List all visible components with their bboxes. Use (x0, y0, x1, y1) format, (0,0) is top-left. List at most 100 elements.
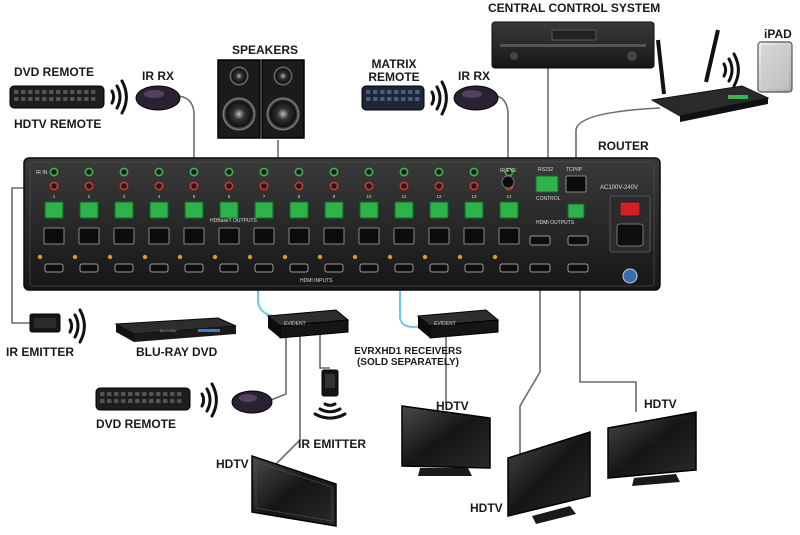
status-led (492, 254, 498, 260)
hdmi-in-port (254, 263, 274, 273)
power-switch (619, 201, 641, 217)
blu-ray-player (114, 317, 237, 342)
status-led (247, 254, 253, 260)
port-number: 3 (123, 194, 126, 199)
rj45-port (288, 227, 310, 245)
status-led (142, 254, 148, 260)
hdmi-in-port (219, 263, 239, 273)
label-ir-emitter-bottom: IR EMITTER (298, 437, 366, 451)
rj45-port (463, 227, 485, 245)
bluray-tag: BLU-RAY (160, 328, 177, 333)
status-led (72, 254, 78, 260)
ir-port-red (259, 181, 269, 191)
hdtv-right (607, 411, 697, 486)
ir-port-red (119, 181, 129, 191)
matrix-remote (361, 85, 425, 111)
ir-port-green (49, 167, 59, 177)
audio-terminal (289, 201, 309, 219)
hdmi-in-port (429, 263, 449, 273)
port-number: 9 (333, 194, 336, 199)
audio-terminal (114, 201, 134, 219)
hdmi-in-port (499, 263, 519, 273)
label-receivers-note: EVRXHD1 RECEIVERS (SOLD SEPARATELY) (354, 346, 462, 368)
rj45-port (393, 227, 415, 245)
evrxhd1-receiver-1 (266, 309, 350, 339)
label-router: ROUTER (598, 139, 649, 153)
hdmi-outputs-text: HDMI OUTPUTS (536, 220, 575, 226)
audio-terminal (254, 201, 274, 219)
ir-rx-bottom (231, 390, 273, 414)
audio-terminal (79, 201, 99, 219)
ir-port-red (154, 181, 164, 191)
label-ipad: iPAD (764, 27, 792, 41)
wave-arc (440, 80, 448, 116)
label-central-control-system: CENTRAL CONTROL SYSTEM (488, 1, 661, 15)
port-number: 8 (298, 194, 301, 199)
tcpip-port (565, 175, 587, 193)
ir-port-red (469, 181, 479, 191)
ir-port-green (294, 167, 304, 177)
dvd-remote-top (9, 85, 105, 109)
hdmi-in-port (359, 263, 379, 273)
control-text: CONTROL (536, 196, 561, 202)
status-led (177, 254, 183, 260)
hdmi-in-port (79, 263, 99, 273)
ir-port-green (329, 167, 339, 177)
label-hdtv-1: HDTV (216, 457, 249, 471)
rj45-port (498, 227, 520, 245)
hdtv-bottom-left (251, 454, 337, 527)
ir-rx-top-left (135, 85, 181, 111)
ir-port-green (364, 167, 374, 177)
wave-arc (722, 62, 728, 78)
audio-terminal (429, 201, 449, 219)
wave-arc (435, 85, 442, 111)
wave-arc (727, 57, 734, 83)
label-hdtv-remote: HDTV REMOTE (14, 117, 102, 131)
hdmi-out-port (567, 235, 589, 246)
ir-eye-jack (501, 175, 515, 189)
rs232-text: RS232 (538, 167, 554, 173)
status-led (317, 254, 323, 260)
wireless-waves (68, 52, 740, 420)
woofer (222, 97, 256, 131)
port-number: 6 (228, 194, 231, 199)
wave-arc (323, 402, 337, 407)
ir-port-red (364, 181, 374, 191)
ir-port-green (399, 167, 409, 177)
wave-arc (732, 52, 740, 88)
ir-port-green (434, 167, 444, 177)
label-hdtv-2: HDTV (436, 399, 469, 413)
ir-port-red (189, 181, 199, 191)
ground-terminal (622, 268, 638, 284)
ir-port-green (259, 167, 269, 177)
port-number: 5 (193, 194, 196, 199)
audio-terminal (359, 201, 379, 219)
ir-port-red (224, 181, 234, 191)
port-number: 1 (53, 194, 56, 199)
label-dvd-remote-top: DVD REMOTE (14, 65, 95, 79)
ir-port-green (154, 167, 164, 177)
wave-arc (210, 382, 218, 418)
status-led (282, 254, 288, 260)
ir-eye-text: IR EYE (500, 168, 517, 174)
evrxhd1-receiver-2 (416, 309, 500, 339)
rj45-port (183, 227, 205, 245)
label-matrix-remote: MATRIX REMOTE (368, 57, 420, 84)
hdmi-in-port (394, 263, 414, 273)
audio-terminal (567, 203, 585, 219)
left-speaker (217, 59, 261, 139)
audio-terminal (149, 201, 169, 219)
status-led (212, 254, 218, 260)
hdbaset-outputs-text: HDBaseT OUTPUTS (210, 218, 258, 224)
audio-terminal (219, 201, 239, 219)
ir-emitter-bottom-device (321, 369, 339, 397)
central-control-unit (491, 21, 655, 69)
status-led (37, 254, 43, 260)
audio-terminal (184, 201, 204, 219)
audio-terminal (394, 201, 414, 219)
wave-arc (430, 90, 436, 106)
audio-terminal (324, 201, 344, 219)
label-dvd-remote-bottom: DVD REMOTE (96, 417, 177, 431)
